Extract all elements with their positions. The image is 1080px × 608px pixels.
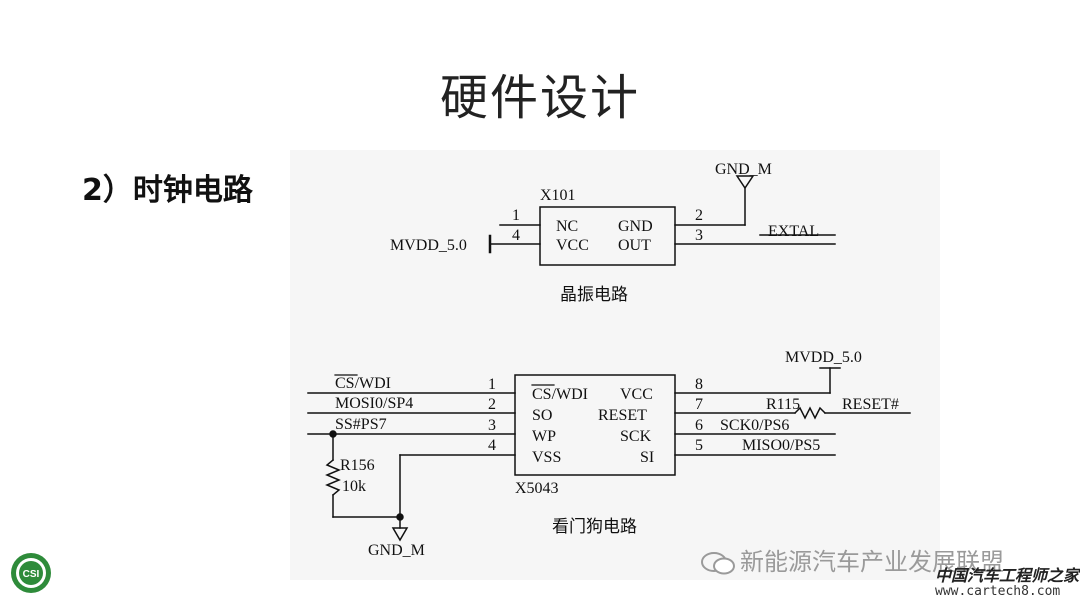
crystal-circuit [488,175,836,266]
watchdog-pin-name: CS/WDI [532,386,588,403]
watchdog-circuit [307,367,911,542]
ground-symbol [391,527,409,542]
watchdog-ground-net: GND_M [368,542,425,559]
crystal-pin-name: GND [618,218,653,235]
crystal-pin-num: 3 [695,227,703,244]
site-watermark-cn: 中国汽车工程师之家 [935,566,1080,585]
watchdog-chip-x5043 [514,374,676,476]
circuit-schematic: X101 1 4 NC VCC GND OUT 2 3 MVDD_5.0 GND… [290,150,940,580]
ground-symbol [735,175,755,190]
wechat-watermark-text: 新能源汽车产业发展联盟 [740,548,1004,576]
crystal-ref: X101 [540,187,576,204]
watchdog-pin-name: SCK [620,428,652,445]
watchdog-pin-num: 3 [488,417,496,434]
watchdog-pin-name: VSS [532,449,561,466]
crystal-pin-num: 1 [512,207,520,224]
watchdog-net: MISO0/PS5 [742,437,820,454]
watchdog-power-net: MVDD_5.0 [785,349,862,366]
crystal-caption: 晶振电路 [560,285,628,305]
crystal-pin-name: OUT [618,237,651,254]
crystal-power-net: MVDD_5.0 [390,237,467,254]
resistor-r156: R156 [340,457,375,474]
watchdog-pin-name: SO [532,407,552,424]
watchdog-pin-name: WP [532,428,556,445]
watchdog-pin-name: RESET [598,407,647,424]
watchdog-pin-num: 1 [488,376,496,393]
watchdog-net: SS#PS7 [335,416,387,433]
watchdog-pin-name: VCC [620,386,653,403]
crystal-pin-num: 2 [695,207,703,224]
watchdog-pin-num: 6 [695,417,703,434]
watchdog-pin-num: 8 [695,376,703,393]
section-subtitle: 2）时钟电路 [82,173,253,208]
watchdog-net: RESET# [842,396,899,413]
crystal-ground-net: GND_M [715,161,772,178]
watchdog-net: CS/WDI [335,375,391,392]
watchdog-net: SCK0/PS6 [720,417,789,434]
slide-title: 硬件设计 [439,70,640,126]
watchdog-net: MOSI0/SP4 [335,395,413,412]
crystal-output-net: EXTAL [768,223,819,240]
crystal-pin-name: NC [556,218,578,235]
wechat-watermark: 新能源汽车产业发展联盟 [700,542,1004,577]
csi-logo: CSI [10,552,52,594]
resistor-r156-value: 10k [342,478,366,495]
site-watermark-url: www.cartech8.com [935,584,1061,599]
resistor-r115: R115 [766,396,800,413]
watchdog-pin-num: 2 [488,396,496,413]
watchdog-ref: X5043 [515,480,559,497]
wechat-icon [701,552,735,575]
logo-text: CSI [23,569,40,580]
watchdog-caption: 看门狗电路 [552,517,637,537]
watchdog-pin-num: 5 [695,437,703,454]
crystal-pin-name: VCC [556,237,589,254]
crystal-chip-x101 [539,206,676,266]
watchdog-pin-name: SI [640,449,654,466]
watchdog-pin-num: 7 [695,396,703,413]
crystal-pin-num: 4 [512,227,520,244]
watchdog-pin-num: 4 [488,437,496,454]
